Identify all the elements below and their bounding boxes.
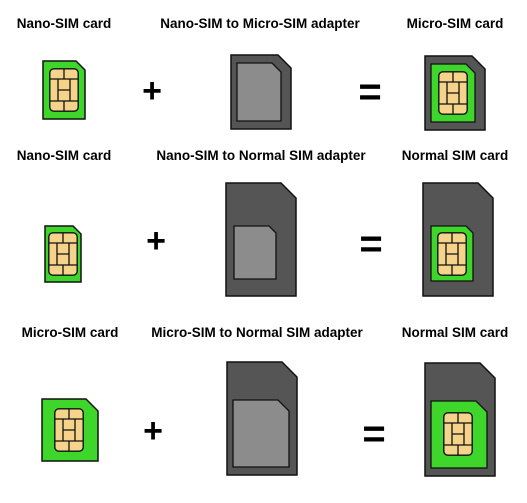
nano-to-normal-adapter-icon (225, 182, 297, 297)
label-nano-sim-card: Nano-SIM card (16, 16, 112, 31)
label-nano-sim-card-2: Nano-SIM card (16, 148, 112, 163)
equals-sign-2: = (359, 222, 383, 266)
plus-sign-2: + (146, 222, 166, 260)
nano-sim-card-icon (42, 60, 86, 120)
plus-sign-3: + (143, 412, 163, 450)
micro-sim-result-icon (424, 55, 486, 131)
label-micro-sim-card-2: Micro-SIM card (21, 325, 119, 340)
label-nano-to-micro-adapter: Nano-SIM to Micro-SIM adapter (160, 16, 360, 31)
label-micro-sim-card: Micro-SIM card (406, 16, 504, 31)
normal-sim-result-icon (422, 182, 494, 297)
equals-sign: = (358, 70, 382, 114)
equals-sign-3: = (362, 412, 386, 456)
micro-sim-card-icon (41, 398, 99, 462)
label-normal-sim-card-2: Normal SIM card (401, 325, 509, 340)
micro-to-normal-adapter-icon (226, 361, 298, 476)
label-nano-to-normal-adapter: Nano-SIM to Normal SIM adapter (156, 148, 366, 163)
plus-sign: + (142, 72, 162, 110)
label-micro-to-normal-adapter: Micro-SIM to Normal SIM adapter (151, 325, 363, 340)
nano-sim-card-icon-2 (44, 225, 82, 283)
normal-sim-result-icon-2 (424, 362, 496, 477)
nano-to-micro-adapter-icon (230, 54, 292, 130)
label-normal-sim-card: Normal SIM card (401, 148, 509, 163)
